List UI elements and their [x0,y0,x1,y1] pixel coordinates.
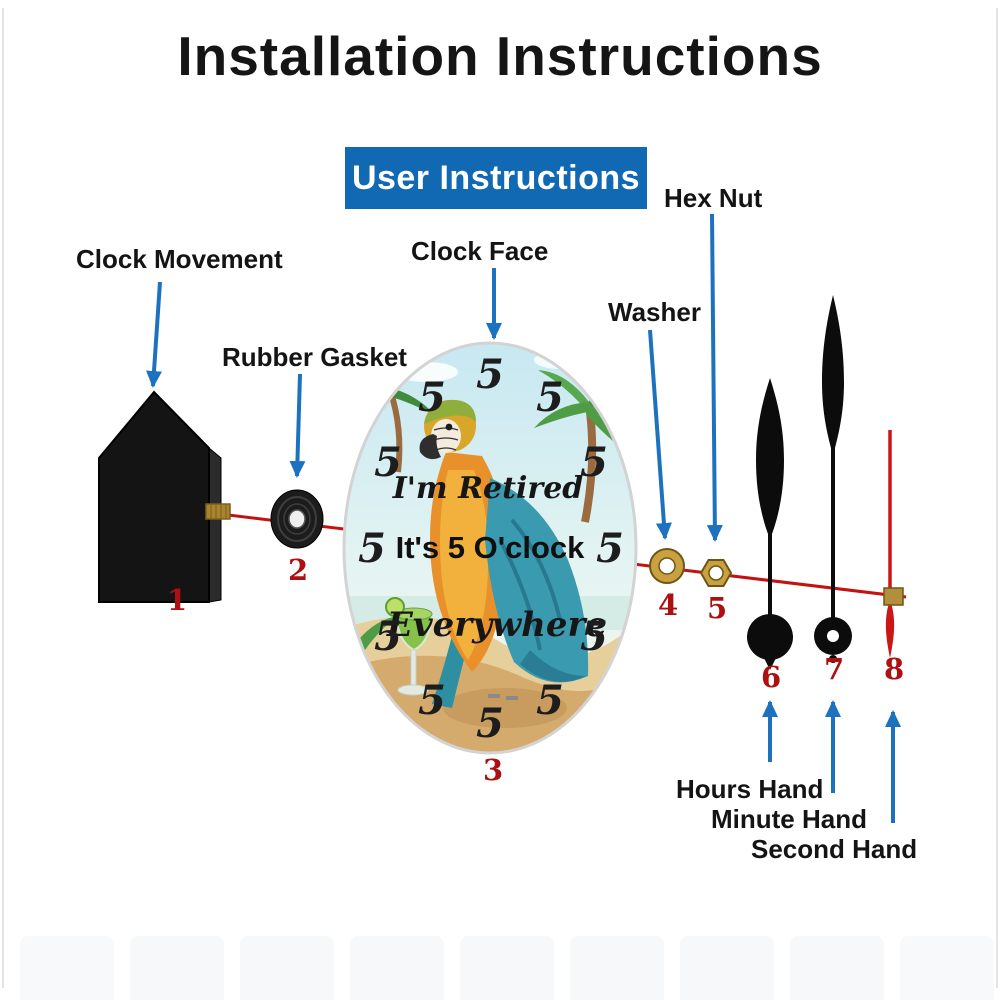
hex-nut-part [699,559,733,587]
clock-movement-label: Clock Movement [76,244,283,274]
hour-mark-7: 5 [418,677,446,724]
parrot-crown [424,399,476,424]
washer-hole [658,557,676,575]
hex-nut-label: Hex Nut [664,183,763,213]
hour-mark-5: 5 [536,677,564,724]
part-number-3: 3 [483,753,504,787]
part-number-5: 5 [707,591,728,625]
minute-hand-hole [827,630,839,642]
clock-face-rim [342,341,638,755]
hour-mark-1: 5 [536,374,564,421]
part-number-7: 7 [824,652,845,686]
hour-mark-11: 5 [418,374,446,421]
washer-arrow [648,329,672,540]
washer-label: Washer [608,297,701,327]
hex-nut-hole [708,565,724,581]
parrot-beak [419,434,441,460]
margarita-glass [385,597,434,696]
part-number-1: 1 [167,583,188,617]
sand-mound [443,688,567,728]
clock-movement-arrow [146,281,162,388]
clock-face-part: I'm Retired It's 5 O'clock Everywhere 5 … [342,341,638,755]
part-number-4: 4 [658,588,679,622]
shaft-end-nut [883,587,904,606]
parrot-eye [445,423,453,431]
parrot-illustration [419,399,589,728]
hour-mark-3: 5 [596,525,624,572]
hours-hand-part [747,378,793,670]
part-number-8: 8 [884,652,905,686]
user-instructions-banner-label: User Instructions [351,158,641,197]
parrot-feet [488,694,518,700]
hour-mark-12: 5 [476,351,504,398]
hour-mark-9: 5 [358,525,386,572]
face-text-line1: I'm Retired [392,471,584,506]
hour-mark-10: 5 [374,439,402,486]
hour-mark-4: 5 [580,613,608,660]
page-title: Installation Instructions [177,25,823,87]
right-edge-divider [996,8,998,988]
bottom-thumbnail-ghost-strip [0,936,1000,1000]
hour-mark-8: 5 [374,613,402,660]
wing-tip [520,650,586,682]
shaft-threads [210,504,227,519]
face-text-line3: Everywhere [386,605,607,645]
hex-nut-arrow [706,213,723,542]
gasket-hole [288,509,306,529]
part-number-2: 2 [288,553,309,587]
pointer-arrows [146,213,901,823]
clock-movement-part [98,390,231,603]
clock-movement-body [98,390,210,603]
second-hand-label: Second Hand [751,834,918,864]
minute-hand-part [814,295,852,663]
washer-part [649,548,685,584]
hour-mark-6: 5 [476,700,504,747]
lime-wheel [385,597,405,617]
rubber-gasket-part [270,489,324,549]
face-text-line2: It's 5 O'clock [396,530,586,565]
movement-shaft [205,503,231,520]
minute-hand-label: Minute Hand [711,804,867,834]
clock-face-label: Clock Face [411,236,549,266]
left-edge-divider [2,8,4,988]
hours-hand-label: Hours Hand [676,774,824,804]
wing-feathers [498,518,562,651]
second-hand-part [885,430,895,658]
parrot-chest [440,470,489,660]
rubber-gasket-arrow [289,373,306,478]
part-number-6: 6 [761,660,782,694]
clock-face-artwork: I'm Retired It's 5 O'clock Everywhere 5 … [344,343,636,753]
user-instructions-banner: User Instructions [345,147,647,209]
parrot-face-patch [431,419,461,453]
clock-movement-side [208,446,222,603]
parrot-wing [485,478,589,683]
rubber-gasket-label: Rubber Gasket [222,342,407,372]
hour-mark-2: 5 [580,439,608,486]
